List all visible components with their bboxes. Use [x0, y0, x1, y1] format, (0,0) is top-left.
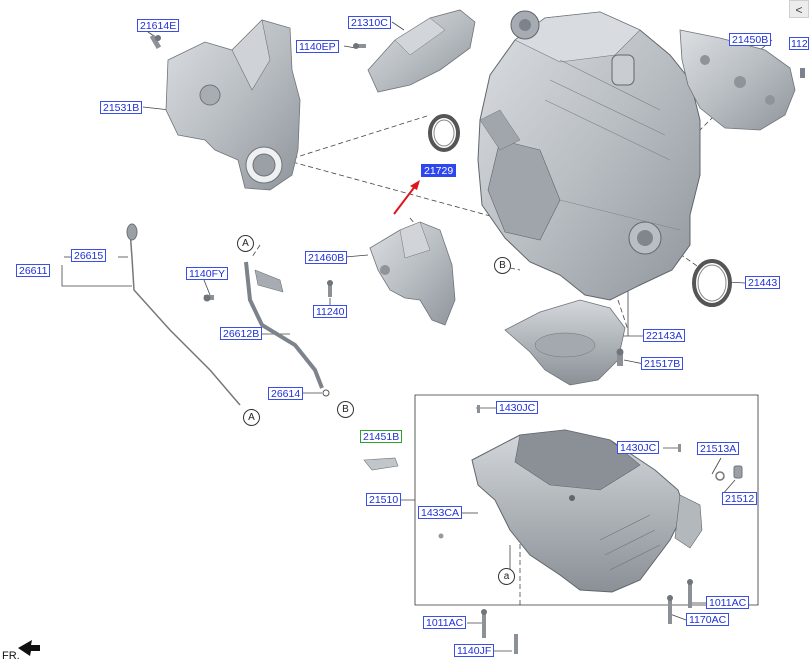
- belt-cover: [367, 9, 476, 93]
- part-label-26612B[interactable]: 26612B: [220, 327, 263, 340]
- part-label-21517B[interactable]: 21517B: [641, 357, 684, 370]
- callout-b-tube: B: [337, 401, 354, 418]
- part-label-21510[interactable]: 21510: [366, 493, 402, 506]
- bolt-1140EP: [353, 43, 366, 49]
- part-label-21443[interactable]: 21443: [745, 276, 781, 289]
- part-label-1430JC-top[interactable]: 1430JC: [496, 401, 539, 414]
- timing-cover: [165, 19, 301, 191]
- part-label-21531B[interactable]: 21531B: [100, 101, 143, 114]
- part-label-21614E[interactable]: 21614E: [137, 19, 180, 32]
- part-label-11240[interactable]: 11240: [313, 305, 348, 318]
- callout-a-upper: A: [237, 235, 254, 252]
- dipstick-tube: [244, 261, 324, 389]
- engine-block: [477, 10, 701, 301]
- bolt-21517B: [616, 348, 624, 366]
- part-label-1011AC-left[interactable]: 1011AC: [423, 616, 467, 629]
- oil-pan: [471, 429, 703, 593]
- part-label-26614[interactable]: 26614: [268, 387, 304, 400]
- rear-oil-seal: [692, 259, 732, 307]
- bolt-1140FY: [203, 294, 214, 302]
- part-label-1140JF[interactable]: 1140JF: [454, 644, 495, 657]
- oil-seal-21729: [428, 114, 460, 152]
- part-label-1170AC[interactable]: 1170AC: [686, 613, 730, 626]
- bolt-21614E: [149, 34, 162, 50]
- part-label-21729-selected[interactable]: 21729: [421, 164, 457, 177]
- oil-dipstick: [126, 223, 241, 406]
- gasket-21451B: [363, 457, 399, 471]
- part-label-21460B[interactable]: 21460B: [305, 251, 348, 264]
- part-label-21451B[interactable]: 21451B: [360, 430, 403, 443]
- part-label-21513A[interactable]: 21513A: [697, 442, 740, 455]
- part-label-1140EP[interactable]: 1140EP: [296, 40, 339, 53]
- part-label-21450B[interactable]: 21450B: [729, 33, 772, 46]
- rear-cover: [679, 29, 805, 131]
- part-label-22143A[interactable]: 22143A: [643, 329, 686, 342]
- callout-a-lower: A: [243, 409, 260, 426]
- part-label-26611[interactable]: 26611: [16, 264, 51, 277]
- front-arrow-icon: [18, 640, 40, 656]
- o-ring-26614: [322, 389, 330, 397]
- oil-filter-bracket: [369, 221, 456, 326]
- part-label-21310C[interactable]: 21310C: [348, 16, 391, 29]
- front-marker-label: FR.: [2, 650, 20, 662]
- highlight-arrow: [393, 180, 420, 215]
- pan-hardware: [438, 405, 743, 654]
- part-label-112-truncated[interactable]: 112: [789, 37, 809, 50]
- callout-a-small: a: [498, 568, 515, 585]
- part-label-1011AC-right[interactable]: 1011AC: [706, 596, 750, 609]
- chevron-left-icon[interactable]: <: [789, 0, 809, 18]
- part-label-1433CA[interactable]: 1433CA: [418, 506, 462, 519]
- oil-baffle: [504, 299, 626, 386]
- part-label-21512[interactable]: 21512: [722, 492, 758, 505]
- part-label-26615[interactable]: 26615: [71, 249, 107, 262]
- callout-b-engine: B: [494, 257, 511, 274]
- part-label-1140FY[interactable]: 1140FY: [186, 267, 228, 280]
- bolt-11240: [327, 280, 333, 297]
- part-label-1430JC-right[interactable]: 1430JC: [617, 441, 660, 454]
